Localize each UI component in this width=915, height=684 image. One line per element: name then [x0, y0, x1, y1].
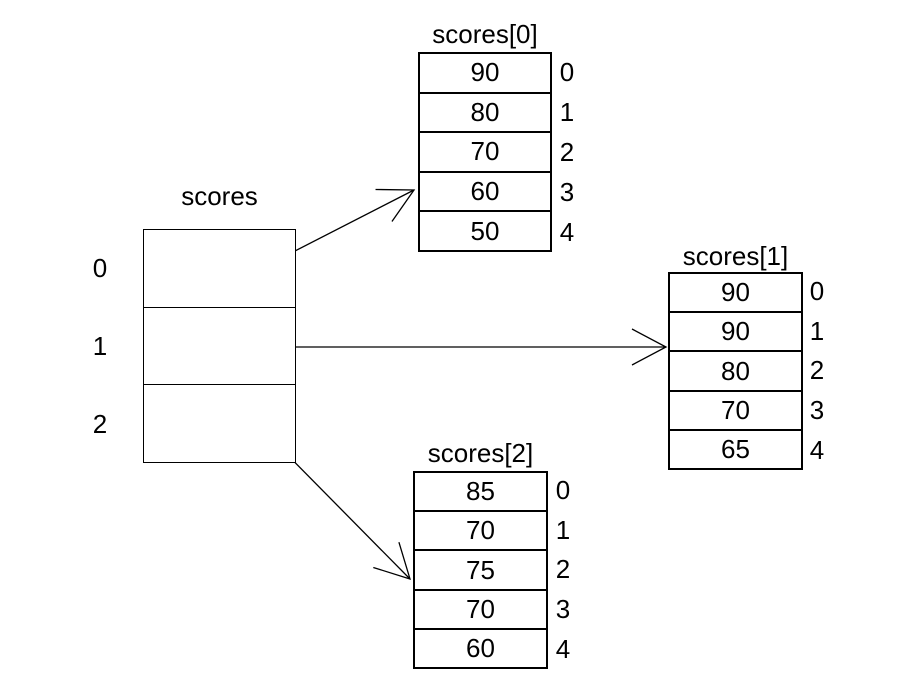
subarray-1-title: scores[1]	[682, 241, 789, 271]
index-label: 4	[809, 434, 825, 465]
array-cell: 65	[721, 433, 750, 464]
subarray-1-index-column: 0 1 2 3 4	[802, 272, 832, 470]
array-cell	[144, 308, 295, 386]
subarray-2-index-column: 0 1 2 3 4	[548, 471, 578, 669]
index-label: 0	[559, 56, 575, 87]
index-label: 0	[92, 252, 108, 283]
subarray-2-table: 85 70 75 70 60	[413, 471, 548, 669]
main-array-title: scores	[181, 181, 258, 211]
array-cell: 60	[466, 632, 495, 663]
index-label: 3	[809, 395, 825, 426]
index-label: 0	[809, 276, 825, 307]
array-cell: 80	[420, 94, 550, 134]
index-label: 2	[559, 136, 575, 167]
subarray-0-table: 90 80 70 60 50	[418, 52, 552, 252]
subarray-0-index-column: 0 1 2 3 4	[552, 52, 582, 252]
array-cell: 80	[670, 352, 801, 392]
index-label: 4	[559, 216, 575, 247]
array-cell: 50	[470, 215, 500, 246]
array-cell: 90	[670, 313, 801, 353]
subarray-2-title: scores[2]	[427, 438, 534, 468]
array-cell: 70	[420, 133, 550, 173]
array-cell: 75	[415, 551, 546, 591]
array-cell: 70	[670, 392, 801, 431]
main-array-index-column: 0 1 2	[84, 229, 116, 463]
index-label: 1	[92, 330, 108, 361]
index-label: 0	[555, 475, 571, 506]
index-label: 3	[559, 176, 575, 207]
array-cell: 70	[415, 512, 546, 552]
array-cell: 90	[670, 274, 801, 314]
array-cell	[144, 385, 295, 462]
array-cell: 60	[420, 173, 550, 213]
main-array-box	[143, 229, 296, 463]
index-label: 1	[559, 96, 575, 127]
index-label: 1	[809, 315, 825, 346]
index-label: 4	[555, 633, 571, 664]
array-cell: 70	[415, 591, 546, 630]
index-label: 2	[555, 554, 571, 585]
array-cell	[144, 230, 295, 308]
index-label: 2	[809, 355, 825, 386]
subarray-0-title: scores[0]	[432, 19, 538, 49]
array-cell: 90	[420, 54, 550, 94]
subarray-1-table: 90 90 80 70 65	[668, 272, 803, 470]
array-cell: 85	[415, 473, 546, 513]
index-label: 1	[555, 514, 571, 545]
index-label: 3	[555, 594, 571, 625]
index-label: 2	[92, 408, 108, 439]
